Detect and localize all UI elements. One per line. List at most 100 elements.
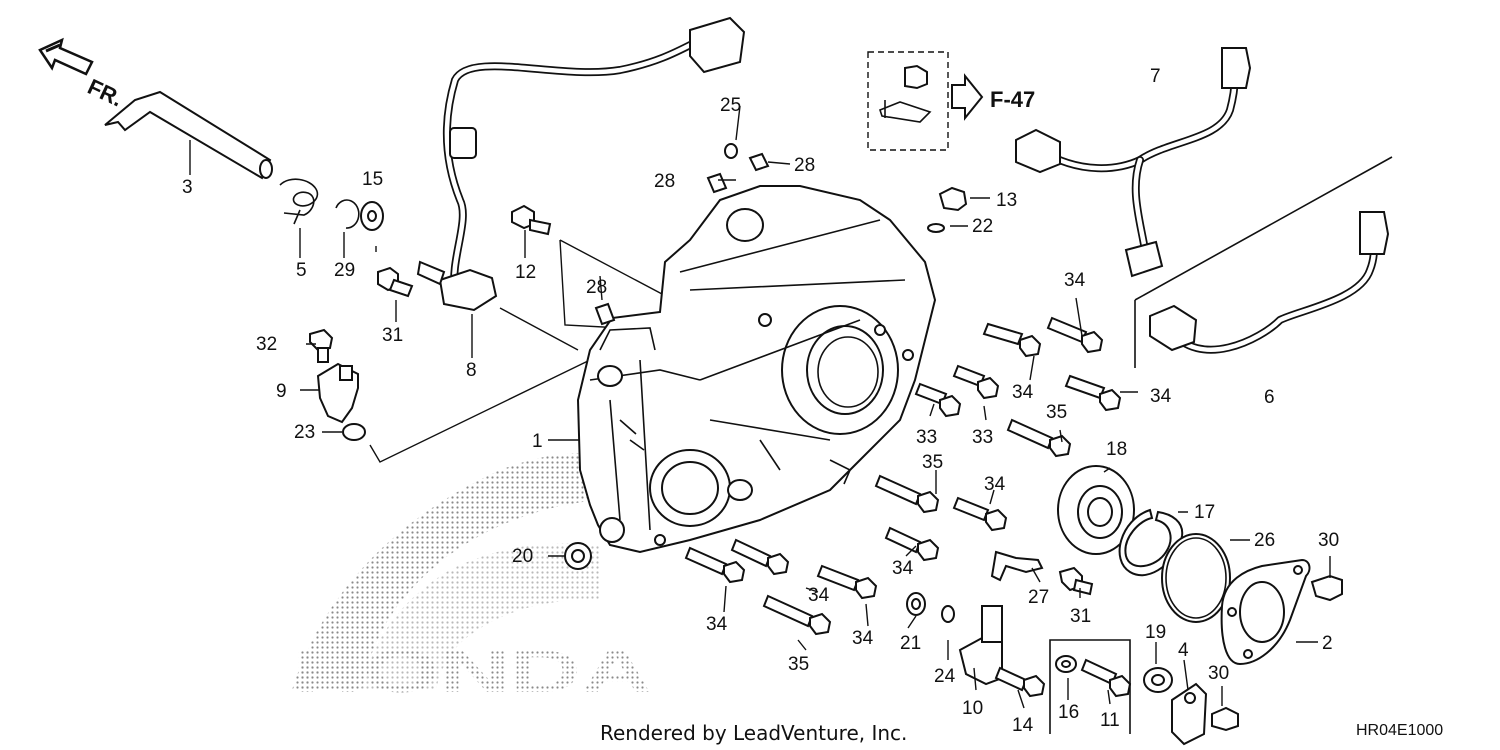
shift-shaft[interactable] — [104, 90, 273, 180]
part-label-22: 22 — [972, 216, 993, 237]
front-direction-label: FR. — [84, 74, 127, 112]
part-label-35b: 35 — [922, 452, 943, 473]
bolt-34-mid[interactable] — [952, 496, 1008, 532]
part-label-15: 15 — [362, 169, 383, 190]
part-label-14: 14 — [1012, 715, 1034, 736]
part-label-35a: 35 — [1046, 402, 1067, 423]
part-label-28c: 28 — [586, 277, 607, 298]
part-label-30a: 30 — [1318, 530, 1339, 551]
washer-22[interactable] — [927, 223, 945, 233]
part-label-33b: 33 — [972, 427, 993, 448]
bolt-35-upper[interactable] — [1006, 418, 1072, 458]
part-label-6: 6 — [1264, 387, 1275, 408]
part-label-26: 26 — [1254, 530, 1275, 551]
bolt-32[interactable] — [309, 328, 334, 363]
part-label-1: 1 — [532, 431, 543, 452]
dowel-pin-28-top[interactable] — [748, 152, 770, 172]
bolt-31-upper[interactable] — [377, 266, 414, 298]
part-label-31a: 31 — [382, 325, 403, 346]
bolt-35-mid[interactable] — [874, 474, 940, 514]
part-label-2: 2 — [1322, 633, 1333, 654]
dowel-pin-28-low[interactable] — [594, 302, 616, 326]
oil-seal-19[interactable] — [1143, 667, 1173, 693]
washer-16[interactable] — [1055, 655, 1077, 673]
part-label-7: 7 — [1150, 66, 1161, 87]
part-label-19: 19 — [1145, 622, 1166, 643]
bolt-12[interactable] — [511, 204, 552, 236]
part-label-9: 9 — [276, 381, 287, 402]
part-label-4: 4 — [1178, 640, 1189, 661]
harness-separator-line — [1134, 156, 1393, 368]
part-label-18: 18 — [1106, 439, 1127, 460]
part-label-34e: 34 — [892, 558, 914, 579]
part-label-28a: 28 — [794, 155, 815, 176]
dowel-pin-28-mid[interactable] — [706, 172, 728, 194]
bolt-34-bottom-b[interactable] — [730, 538, 790, 576]
oil-seal-21[interactable] — [906, 592, 926, 616]
part-label-12: 12 — [515, 262, 536, 283]
wire-harness-6[interactable] — [1149, 211, 1390, 354]
part-label-25: 25 — [720, 95, 741, 116]
bolt-11[interactable] — [1080, 658, 1132, 698]
washer-25[interactable] — [724, 143, 738, 159]
part-label-24: 24 — [934, 666, 956, 687]
part-label-34b: 34 — [1012, 382, 1034, 403]
speed-sensor[interactable] — [316, 362, 359, 424]
part-label-20: 20 — [512, 546, 533, 567]
bolt-33-a[interactable] — [914, 382, 962, 418]
part-label-5: 5 — [296, 260, 307, 281]
bolt-34-bottom-a[interactable] — [684, 546, 746, 584]
bolt-30-upper[interactable] — [1310, 574, 1343, 602]
return-spring[interactable] — [279, 178, 319, 225]
part-label-34d: 34 — [984, 474, 1006, 495]
gear-position-switch-harness[interactable] — [416, 16, 746, 312]
part-label-33a: 33 — [916, 427, 937, 448]
part-label-34c: 34 — [1150, 386, 1172, 407]
bolt-34-row2[interactable] — [1064, 374, 1122, 412]
bolt-34-low[interactable] — [884, 526, 940, 562]
bolt-31-lower[interactable] — [1058, 566, 1094, 596]
circlip[interactable] — [335, 199, 360, 229]
diagram-code: HR04E1000 — [1356, 722, 1443, 739]
part-label-10: 10 — [962, 698, 983, 719]
drain-plug-13[interactable] — [938, 186, 968, 212]
reference-inset-box — [867, 51, 949, 151]
bolt-30-lower[interactable] — [1211, 706, 1239, 732]
part-label-17: 17 — [1194, 502, 1215, 523]
reference-arrow-icon — [951, 73, 984, 121]
sensor-10[interactable] — [958, 605, 1003, 686]
part-label-30b: 30 — [1208, 663, 1229, 684]
oil-seal-20[interactable] — [564, 542, 592, 570]
bolt-34-bottom-c[interactable] — [816, 564, 878, 600]
bolt-35-bottom[interactable] — [762, 594, 832, 636]
bracket-4[interactable] — [1171, 682, 1208, 746]
bolt-14[interactable] — [994, 666, 1046, 698]
honda-wing-watermark — [292, 453, 600, 690]
render-credit: Rendered by LeadVenture, Inc. — [600, 721, 907, 745]
part-label-34g: 34 — [706, 614, 728, 635]
washer[interactable] — [360, 201, 384, 231]
o-ring-26[interactable] — [1161, 533, 1231, 623]
part-label-34a: 34 — [1064, 270, 1086, 291]
part-label-28b: 28 — [654, 171, 675, 192]
part-label-32: 32 — [256, 334, 277, 355]
bolt-33-b[interactable] — [952, 364, 1000, 400]
bearing-18[interactable] — [1057, 465, 1135, 555]
part-label-35c: 35 — [788, 654, 809, 675]
part-label-34f: 34 — [808, 585, 830, 606]
part-label-8: 8 — [466, 360, 477, 381]
bearing-cover-plate-2[interactable] — [1220, 558, 1311, 666]
o-ring-24[interactable] — [941, 605, 955, 623]
part-label-27: 27 — [1028, 587, 1049, 608]
honda-watermark-text: HONDA — [292, 638, 652, 705]
bolt-34-row1[interactable] — [982, 322, 1042, 358]
wire-harness-7[interactable] — [1015, 47, 1252, 278]
clamp-27[interactable] — [990, 550, 1044, 582]
part-label-29: 29 — [334, 260, 355, 281]
rear-crankcase-cover[interactable] — [576, 185, 937, 554]
part-label-3: 3 — [182, 177, 193, 198]
o-ring-23[interactable] — [342, 423, 366, 441]
bolt-34-row1b[interactable] — [1046, 316, 1104, 354]
reference-page-label[interactable]: F-47 — [990, 87, 1035, 112]
